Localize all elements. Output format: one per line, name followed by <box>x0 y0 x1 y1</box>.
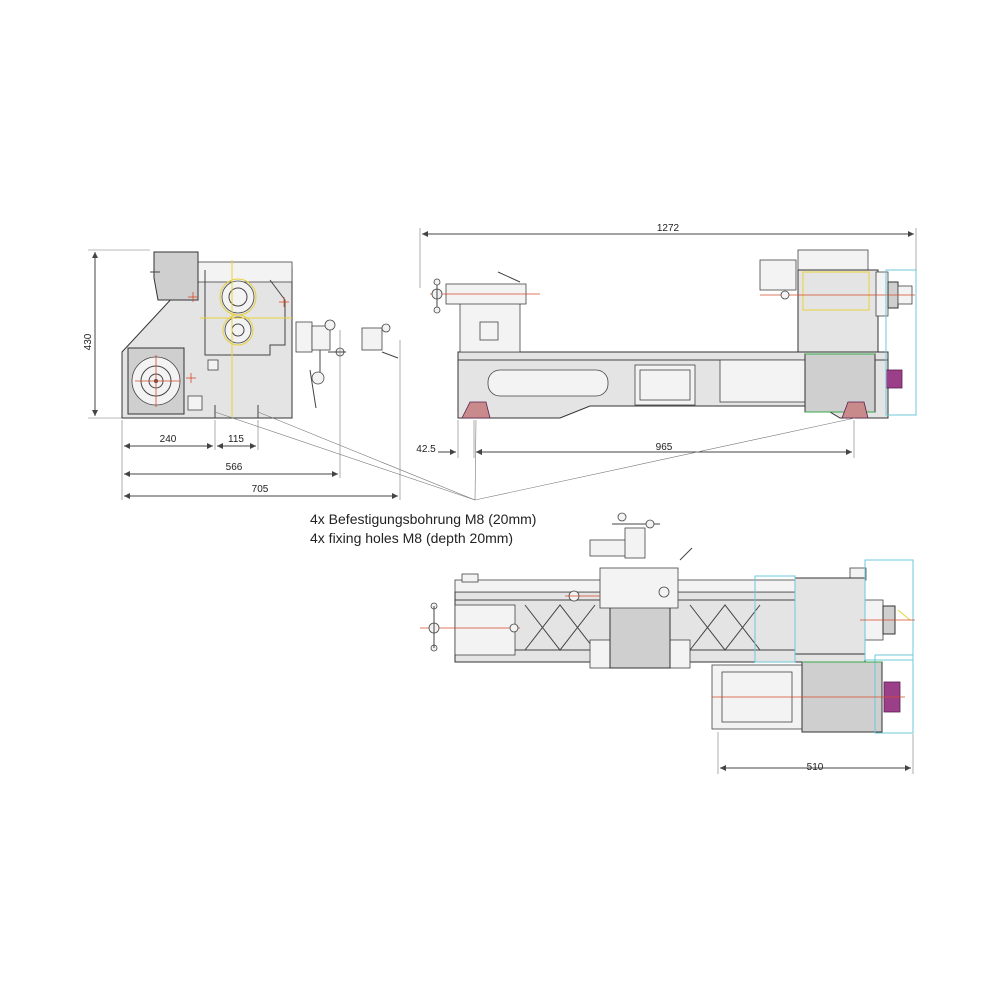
side-view-dimensions: 430 240 115 566 705 <box>83 249 401 500</box>
dim-side-566: 566 <box>226 462 243 473</box>
front-view-dimensions: 1272 42.5 965 <box>416 223 917 458</box>
note-leaders <box>214 411 856 501</box>
note-german: 4x Befestigungsbohrung M8 (20mm) <box>310 511 536 527</box>
top-view-dimensions: 510 <box>717 732 914 774</box>
dim-front-length: 1272 <box>657 223 680 234</box>
front-view <box>430 249 917 419</box>
dim-side-705: 705 <box>252 484 269 495</box>
dim-side-height: 430 <box>83 333 94 350</box>
side-view <box>121 251 399 419</box>
dim-side-115: 115 <box>228 434 244 445</box>
dim-front-holes: 965 <box>656 442 673 453</box>
dim-top-width: 510 <box>807 762 824 773</box>
note-english: 4x fixing holes M8 (depth 20mm) <box>310 530 513 546</box>
top-view <box>420 512 915 734</box>
dim-front-offset: 42.5 <box>416 444 436 455</box>
dim-side-240: 240 <box>160 434 177 445</box>
